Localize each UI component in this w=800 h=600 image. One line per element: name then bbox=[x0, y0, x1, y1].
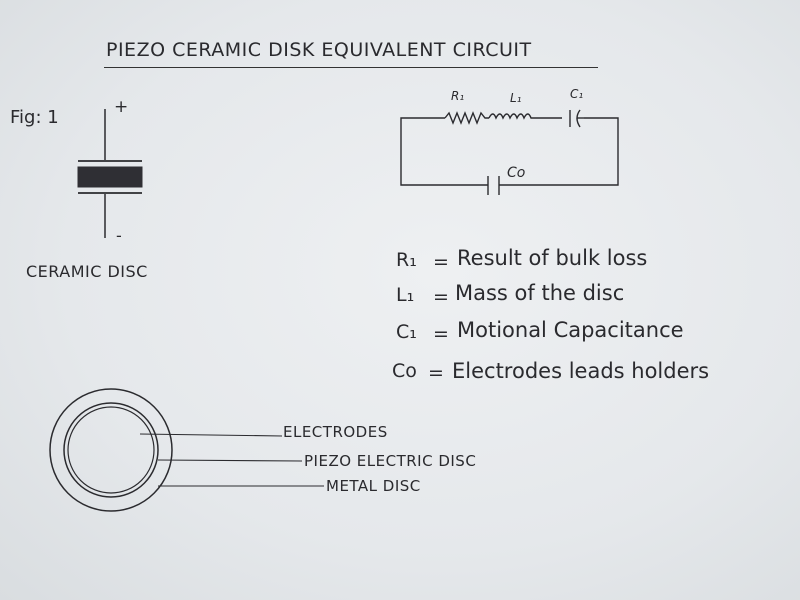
electrodes-leader bbox=[139, 433, 283, 437]
legend-equals: = bbox=[433, 323, 449, 345]
equivalent-circuit bbox=[400, 109, 619, 195]
ceramic-body bbox=[77, 166, 143, 188]
electrode-ring bbox=[67, 406, 155, 494]
r1-resistor bbox=[444, 111, 489, 125]
negative-terminal-label: - bbox=[116, 226, 122, 245]
ceramic-disc-symbol bbox=[77, 109, 143, 238]
disc-top-view bbox=[49, 388, 324, 512]
r1-label: R₁ bbox=[451, 89, 465, 103]
legend-equals: = bbox=[433, 251, 449, 273]
circuit-wire-left bbox=[400, 117, 488, 186]
circuit-wire-right bbox=[499, 117, 619, 186]
piezo-leader bbox=[157, 459, 303, 462]
page-title: PIEZO CERAMIC DISK EQUIVALENT CIRCUIT bbox=[106, 39, 532, 61]
figure-label: Fig: 1 bbox=[10, 107, 59, 128]
legend-symbol: C₁ bbox=[396, 321, 417, 343]
c1-label: C₁ bbox=[570, 87, 584, 101]
title-underline bbox=[104, 67, 598, 68]
legend-symbol: R₁ bbox=[396, 249, 417, 271]
metal-disc-ring bbox=[49, 388, 173, 512]
electrodes-label: ELECTRODES bbox=[283, 423, 388, 441]
legend-symbol: Co bbox=[392, 360, 417, 382]
legend-symbol: L₁ bbox=[396, 284, 415, 306]
metal-disc-label: METAL DISC bbox=[326, 477, 421, 495]
legend-description: Motional Capacitance bbox=[457, 318, 684, 342]
ceramic-disc-caption: CERAMIC DISC bbox=[26, 262, 148, 281]
l1-label: L₁ bbox=[510, 91, 522, 105]
legend-description: Electrodes leads holders bbox=[452, 359, 710, 383]
piezo-electric-disc-label: PIEZO ELECTRIC DISC bbox=[304, 452, 477, 470]
positive-terminal-label: + bbox=[114, 97, 129, 117]
l1-inductor bbox=[488, 113, 562, 120]
c0-label: Co bbox=[507, 165, 526, 181]
piezo-disc-ring bbox=[63, 402, 159, 498]
legend-description: Mass of the disc bbox=[455, 281, 625, 305]
legend-equals: = bbox=[433, 286, 449, 308]
legend-description: Result of bulk loss bbox=[457, 246, 648, 270]
legend-equals: = bbox=[428, 362, 444, 384]
